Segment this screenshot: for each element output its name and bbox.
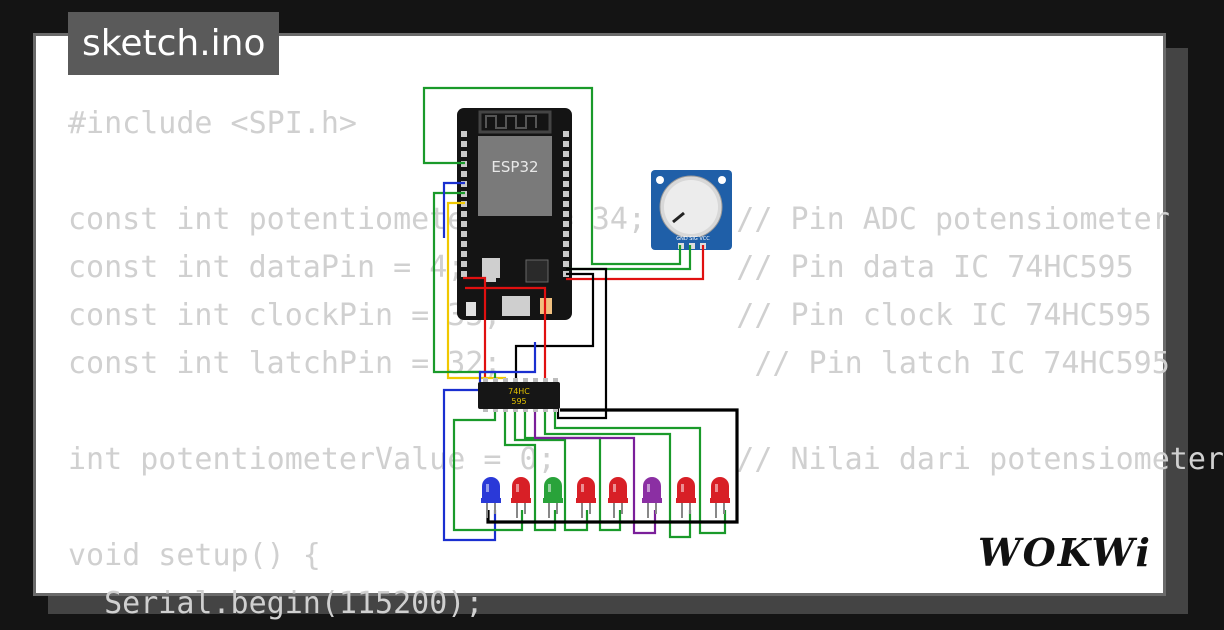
led — [710, 477, 730, 518]
led — [543, 477, 563, 518]
esp32-pin — [563, 151, 569, 157]
ic-pin — [553, 378, 558, 383]
esp32-pin — [563, 251, 569, 257]
esp32-pin — [563, 261, 569, 267]
code-line: void setup() { — [68, 538, 321, 573]
ic-label-line1: 74HC — [508, 387, 530, 396]
esp32-pin — [563, 181, 569, 187]
esp32-pin — [563, 141, 569, 147]
esp32-pin — [461, 231, 467, 237]
esp32-pin — [461, 141, 467, 147]
esp32-pin — [461, 131, 467, 137]
esp32-pin — [563, 191, 569, 197]
potentiometer: GND SIG VCC — [651, 170, 732, 250]
wokwi-logo-text: WOKWi — [978, 530, 1152, 575]
ic-pin — [513, 378, 518, 383]
code-line: const int latchPin = 32; // Pin latch IC… — [68, 346, 1170, 381]
esp32-pin — [563, 241, 569, 247]
esp32-pin — [461, 251, 467, 257]
knob-indicator — [672, 211, 685, 224]
ic-pin — [503, 378, 508, 383]
ic-pin — [503, 407, 508, 412]
ic-pin — [513, 407, 518, 412]
esp32-label: ESP32 — [491, 158, 538, 176]
ic-pin — [543, 378, 548, 383]
esp32-pin — [563, 211, 569, 217]
ic-pin — [523, 378, 528, 383]
ic-pin — [483, 378, 488, 383]
esp32-pin — [563, 231, 569, 237]
ic-pin — [533, 378, 538, 383]
led — [511, 477, 531, 518]
ic-label-line2: 595 — [511, 397, 526, 406]
ic-pin — [493, 378, 498, 383]
led — [576, 477, 596, 518]
esp32-board: ESP32 — [457, 108, 572, 320]
wires — [422, 86, 739, 542]
wokwi-logo: WOKWi — [978, 530, 1152, 575]
esp32-pin — [563, 201, 569, 207]
led-row — [481, 477, 730, 518]
code-line: const int dataPin = 4; // Pin data IC 74… — [68, 250, 1134, 285]
esp32-pin — [461, 241, 467, 247]
led — [608, 477, 628, 518]
esp32-pin — [461, 271, 467, 277]
esp32-pin — [461, 221, 467, 227]
shift-register-74hc595: 74HC 595 — [478, 378, 560, 412]
sketch-filename-tab: sketch.ino — [68, 12, 280, 75]
esp32-pin — [461, 261, 467, 267]
ic-pin — [553, 407, 558, 412]
led — [642, 477, 662, 518]
led — [676, 477, 696, 518]
code-line: Serial.begin(115200); — [68, 586, 484, 621]
esp32-pin — [563, 131, 569, 137]
code-line: #include <SPI.h> — [68, 106, 357, 141]
ic-pin — [483, 407, 488, 412]
esp32-pin — [563, 171, 569, 177]
project-card: #include <SPI.h>const int potentiometerP… — [33, 33, 1224, 621]
ic-pin — [543, 407, 548, 412]
led — [481, 477, 501, 518]
ic-pin — [493, 407, 498, 412]
code-line: const int clockPin = 33; // Pin clock IC… — [68, 298, 1152, 333]
esp32-module — [478, 136, 552, 216]
ic-pin — [523, 407, 528, 412]
ic-pin — [533, 407, 538, 412]
pot-pin-labels: GND SIG VCC — [676, 236, 710, 242]
esp32-pin — [563, 161, 569, 167]
esp32-pin — [461, 171, 467, 177]
esp32-pin — [461, 151, 467, 157]
esp32-pin — [563, 221, 569, 227]
esp32-pin — [461, 211, 467, 217]
